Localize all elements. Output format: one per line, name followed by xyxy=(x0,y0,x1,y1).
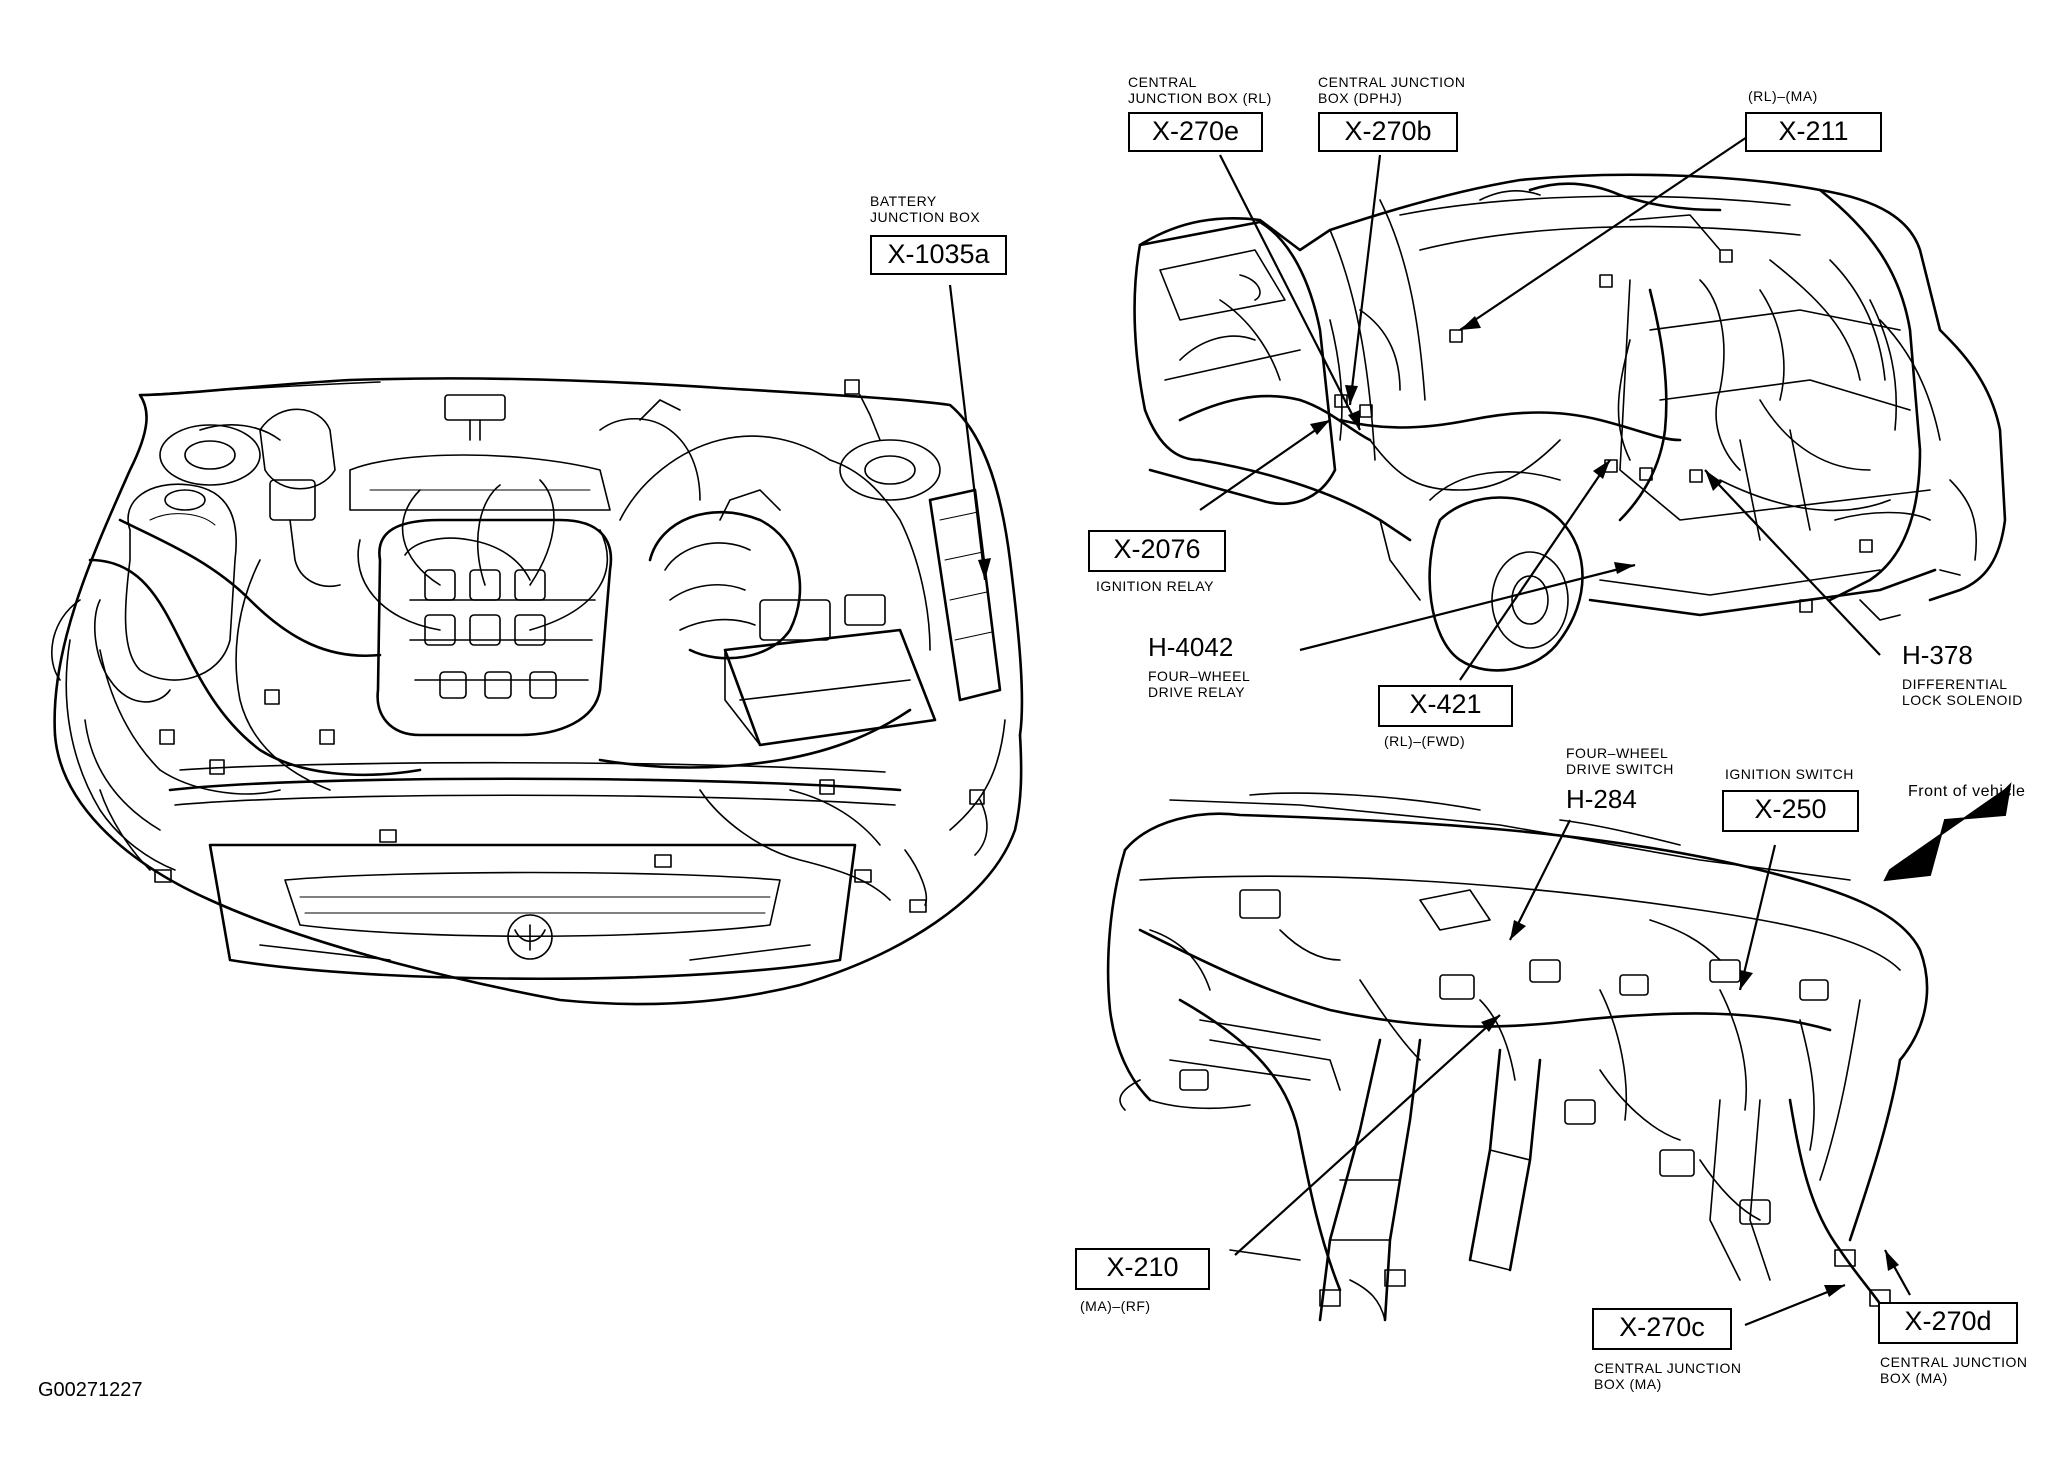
connector-label-h-378[interactable]: H-378 xyxy=(1902,640,1973,670)
four-wheel-drive-switch-caption: FOUR–WHEEL DRIVE SWITCH xyxy=(1566,745,1674,777)
instrument-panel-drawing xyxy=(1106,792,1929,1322)
connector-label-x-2076[interactable]: X-2076 xyxy=(1088,530,1226,572)
four-wheel-drive-relay-caption: FOUR–WHEEL DRIVE RELAY xyxy=(1148,668,1251,700)
engine-compartment-drawing xyxy=(51,377,1024,1006)
figure-id: G00271227 xyxy=(38,1379,143,1401)
differential-lock-solenoid-caption: DIFFERENTIAL LOCK SOLENOID xyxy=(1902,676,2023,708)
central-junction-box-ma-caption-c: CENTRAL JUNCTION BOX (MA) xyxy=(1594,1360,1742,1392)
x-421-circuit-caption: (RL)–(FWD) xyxy=(1384,733,1466,749)
battery-junction-box-caption: BATTERY JUNCTION BOX xyxy=(870,193,981,225)
central-junction-box-ma-caption-d: CENTRAL JUNCTION BOX (MA) xyxy=(1880,1354,2028,1386)
ignition-switch-caption: IGNITION SWITCH xyxy=(1725,766,1854,782)
connector-label-h-284[interactable]: H-284 xyxy=(1566,784,1637,814)
ignition-relay-caption: IGNITION RELAY xyxy=(1096,578,1214,594)
connector-label-x-210[interactable]: X-210 xyxy=(1075,1248,1210,1290)
vehicle-body-drawing xyxy=(1133,173,2007,672)
x-211-circuit-caption: (RL)–(MA) xyxy=(1748,88,1818,104)
connector-label-x-270c[interactable]: X-270c xyxy=(1592,1308,1732,1350)
connector-label-x-270b[interactable]: X-270b xyxy=(1318,112,1458,152)
front-of-vehicle-caption: Front of vehicle xyxy=(1908,783,2026,800)
leader-lines xyxy=(948,134,1911,1327)
connector-label-x-250[interactable]: X-250 xyxy=(1722,790,1859,832)
connector-label-x-270d[interactable]: X-270d xyxy=(1878,1302,2018,1344)
connector-label-x-211[interactable]: X-211 xyxy=(1745,112,1882,152)
connector-label-x-421[interactable]: X-421 xyxy=(1378,685,1513,727)
connector-label-x-270e[interactable]: X-270e xyxy=(1128,112,1263,152)
central-junction-box-dphj-caption: CENTRAL JUNCTION BOX (DPHJ) xyxy=(1318,74,1466,106)
connector-label-h-4042[interactable]: H-4042 xyxy=(1148,632,1234,662)
front-of-vehicle-arrow xyxy=(1883,782,2012,882)
x-210-circuit-caption: (MA)–(RF) xyxy=(1080,1298,1151,1314)
connector-label-x-1035a[interactable]: X-1035a xyxy=(870,235,1007,275)
central-junction-box-rl-caption: CENTRAL JUNCTION BOX (RL) xyxy=(1128,74,1272,106)
